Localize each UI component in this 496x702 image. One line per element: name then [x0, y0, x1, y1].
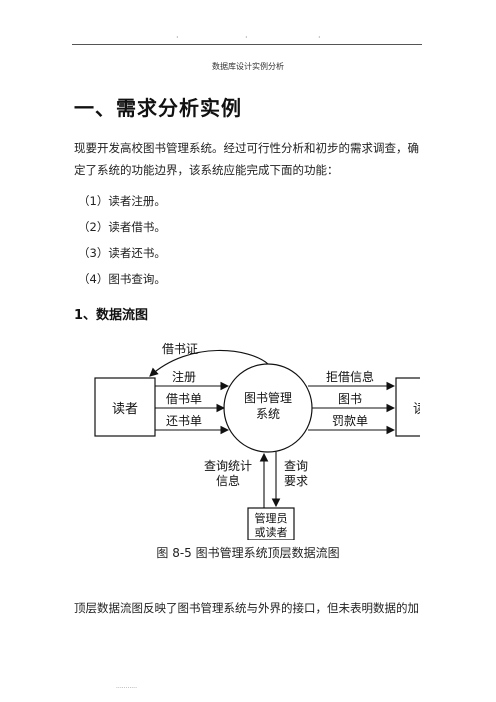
data-flow-diagram: 读者 读者 图书管理 系统 借书证 注册 借书单 还书单 拒借信息 图书 罚款单…	[94, 342, 420, 540]
header-dot: ·	[318, 33, 321, 42]
borrow-slip-flow-label: 借书单	[166, 392, 202, 406]
footer-dots: ...........	[116, 683, 137, 690]
figure-caption: 图 8-5 图书管理系统顶层数据流图	[156, 546, 340, 560]
query-stats-label-line1: 查询统计	[204, 459, 252, 473]
reader-entity-left-label: 读者	[112, 402, 138, 417]
process-label-line2: 系统	[256, 407, 280, 421]
function-list: （1）读者注册。 （2）读者借书。 （3）读者还书。 （4）图书查询。	[78, 188, 166, 292]
list-item: （2）读者借书。	[78, 220, 166, 234]
register-flow-label: 注册	[172, 369, 196, 384]
query-request-label-line1: 查询	[284, 459, 308, 473]
header-dot: ·	[245, 33, 248, 42]
intro-paragraph: 现要开发高校图书管理系统。经过可行性分析和初步的需求调查，确 定了系统的功能边界…	[74, 137, 426, 181]
intro-line: 定了系统的功能边界，该系统应能完成下面的功能：	[74, 163, 339, 177]
list-item: （1）读者注册。	[78, 194, 166, 208]
book-flow-label: 图书	[338, 392, 362, 406]
header-dot: ·	[176, 33, 179, 42]
subsection-heading: 1、数据流图	[74, 308, 149, 323]
list-item: （4）图书查询。	[78, 272, 166, 286]
reader-entity-right	[395, 377, 420, 437]
reader-entity-left	[94, 377, 156, 437]
return-slip-flow-label: 还书单	[166, 414, 202, 428]
admin-entity-label-line1: 管理员	[255, 511, 288, 525]
library-card-flow	[149, 349, 269, 377]
document-header: 数据库设计实例分析	[212, 62, 284, 71]
admin-or-reader-entity	[247, 507, 295, 540]
fine-slip-flow-label: 罚款单	[332, 414, 368, 428]
intro-line: 现要开发高校图书管理系统。经过可行性分析和初步的需求调查，确	[74, 141, 419, 155]
admin-entity-label-line2: 或读者	[255, 525, 288, 539]
section-heading: 一、需求分析实例	[74, 96, 242, 120]
header-rule	[72, 44, 422, 45]
query-request-label-line2: 要求	[284, 474, 308, 488]
closing-paragraph: 顶层数据流图反映了图书管理系统与外界的接口，但未表明数据的加	[74, 601, 419, 615]
list-item: （3）读者还书。	[78, 246, 166, 260]
query-stats-label-line2: 信息	[216, 473, 240, 488]
process-label-line1: 图书管理	[244, 390, 292, 405]
library-card-flow-label: 借书证	[162, 342, 198, 356]
reader-entity-right-label: 读者	[413, 402, 420, 417]
reject-info-flow-label: 拒借信息	[326, 369, 374, 384]
